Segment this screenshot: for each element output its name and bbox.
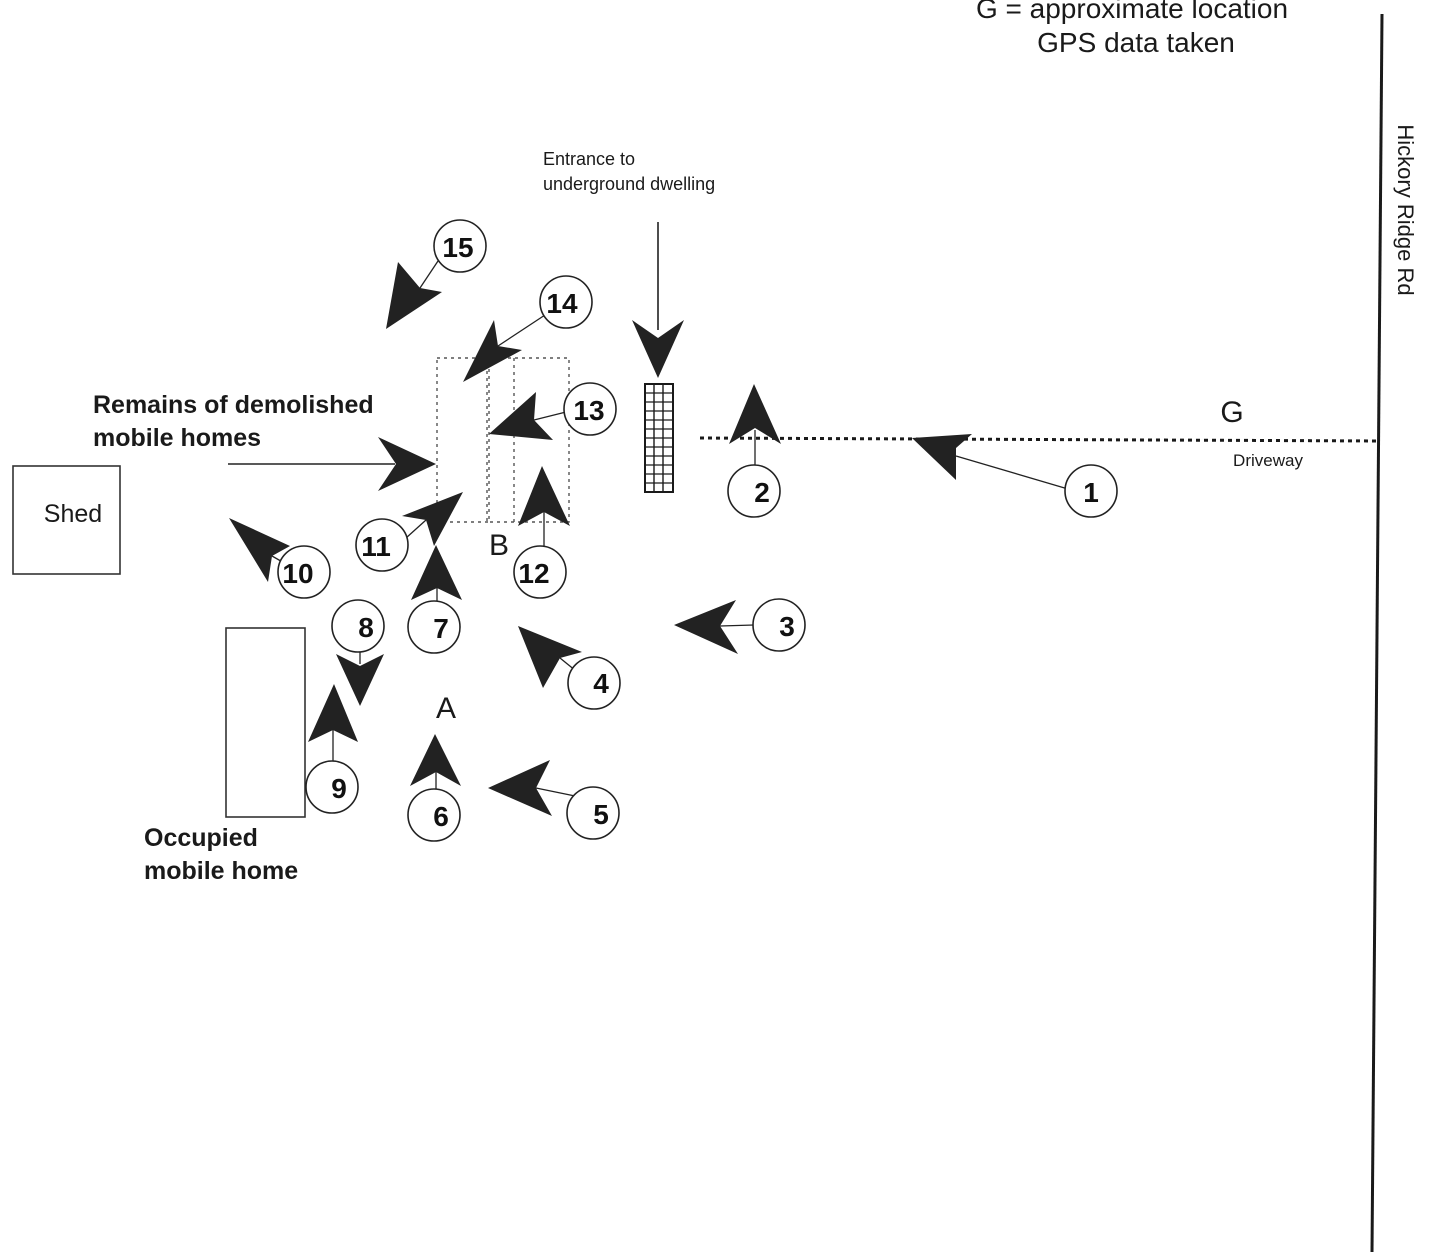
photo-number-8: 8	[358, 612, 374, 643]
entrance-label-2: underground dwelling	[543, 174, 715, 194]
photo-marker-12	[513, 545, 567, 599]
driveway-line	[699, 436, 1381, 443]
occupied-label-1: Occupied	[144, 824, 258, 852]
photo-number-3: 3	[779, 611, 795, 642]
legend-line-2: GPS data taken	[1037, 27, 1235, 58]
photo-arrow-12	[518, 466, 570, 526]
photo-marker-9	[305, 760, 359, 814]
photo-number-2: 2	[754, 477, 770, 508]
road-label: Hickory Ridge Rd	[1393, 124, 1418, 295]
photo-marker-13	[563, 382, 617, 436]
photo-leader-5	[535, 787, 576, 797]
photo-number-10: 10	[282, 558, 313, 589]
photo-number-13: 13	[573, 395, 604, 426]
photo-arrow-7	[411, 545, 462, 600]
photo-leader-14	[497, 314, 546, 347]
remains-label-1: Remains of demolished	[93, 391, 374, 419]
road-line	[1370, 13, 1384, 1252]
photo-arrow-2	[729, 384, 781, 444]
photo-arrow-11	[402, 492, 463, 546]
photo-arrow-4	[518, 626, 582, 688]
photo-number-7: 7	[433, 613, 449, 644]
photo-number-1: 1	[1083, 477, 1099, 508]
photo-marker-7	[407, 600, 461, 654]
photo-arrow-15	[386, 262, 442, 329]
shed-outline	[12, 465, 121, 575]
photo-marker-3	[752, 598, 806, 652]
legend-line-1: G = approximate location	[976, 0, 1288, 24]
photo-marker-6	[407, 788, 461, 842]
occupied-label-2: mobile home	[144, 857, 298, 885]
photo-leader-13	[533, 411, 567, 421]
photo-arrow-5	[488, 760, 552, 816]
photo-arrow-8	[336, 654, 384, 706]
photo-leader-11	[405, 519, 427, 539]
photo-marker-8	[331, 599, 385, 653]
photo-number-4: 4	[593, 668, 609, 699]
photo-number-15: 15	[442, 232, 473, 263]
occupied-home-outline	[225, 627, 306, 818]
photo-marker-1	[1064, 464, 1118, 518]
photo-marker-11	[355, 518, 409, 572]
photo-arrow-9	[308, 684, 358, 742]
photo-marker-14	[539, 275, 593, 329]
entrance-pointer-head	[632, 320, 684, 378]
photo-marker-2	[727, 464, 781, 518]
photo-arrow-6	[410, 734, 461, 786]
photo-leader-3	[719, 624, 755, 627]
photo-leader-1	[955, 455, 1069, 490]
underground-dwelling-grid	[644, 383, 674, 493]
demolished-homes-outline	[436, 357, 570, 523]
photo-arrow-14	[463, 320, 522, 382]
remains-label-2: mobile homes	[93, 424, 261, 452]
photo-marker-15	[433, 219, 487, 273]
photo-marker-4	[567, 656, 621, 710]
entrance-label-1: Entrance to	[543, 149, 635, 169]
photo-arrow-13	[489, 392, 553, 440]
photo-number-6: 6	[433, 801, 449, 832]
point-a-label: A	[436, 692, 456, 725]
shed-label: Shed	[44, 500, 102, 528]
photo-marker-10	[277, 545, 331, 599]
photo-arrow-10	[229, 518, 290, 582]
photo-number-11: 11	[361, 531, 391, 562]
photo-number-12: 12	[518, 558, 549, 589]
photo-number-14: 14	[546, 288, 578, 319]
point-b-label: B	[489, 529, 509, 562]
photo-leader-15	[419, 257, 441, 289]
photo-arrow-3	[674, 600, 738, 654]
driveway-label: Driveway	[1233, 451, 1303, 470]
photo-marker-5	[566, 786, 620, 840]
remains-pointer-head	[378, 437, 436, 491]
gps-marker-label: G	[1220, 396, 1243, 429]
photo-number-5: 5	[593, 799, 609, 830]
photo-number-9: 9	[331, 773, 347, 804]
photo-arrow-1	[912, 434, 972, 480]
